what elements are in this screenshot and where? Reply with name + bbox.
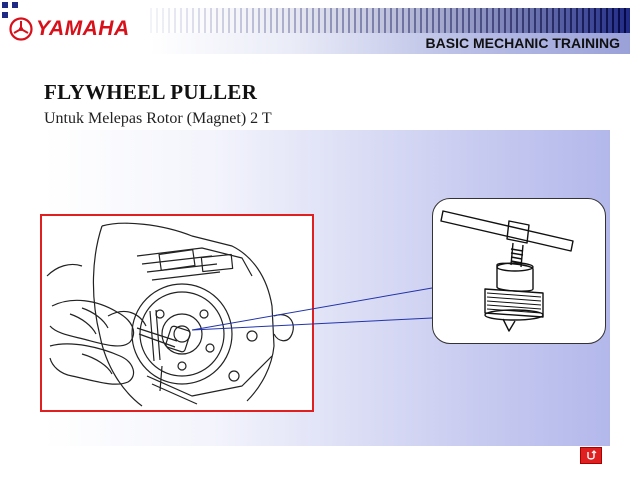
header-title: BASIC MECHANIC TRAINING [425, 35, 620, 51]
header-bar: BASIC MECHANIC TRAINING [150, 33, 630, 54]
yamaha-emblem-icon [9, 17, 33, 41]
return-button[interactable] [580, 447, 602, 464]
yamaha-logo: YAMAHA [8, 14, 130, 44]
puller-detail-frame [432, 198, 606, 344]
engine-drawing-frame [40, 214, 314, 412]
return-arrow-icon [587, 450, 597, 460]
slide-subtitle: Untuk Melepas Rotor (Magnet) 2 T [44, 110, 272, 127]
slide-title: FLYWHEEL PULLER [44, 80, 258, 104]
brand-name: YAMAHA [36, 17, 130, 40]
flywheel-puller-tool-illustration [440, 210, 574, 332]
engine-flywheel-illustration [46, 222, 294, 407]
